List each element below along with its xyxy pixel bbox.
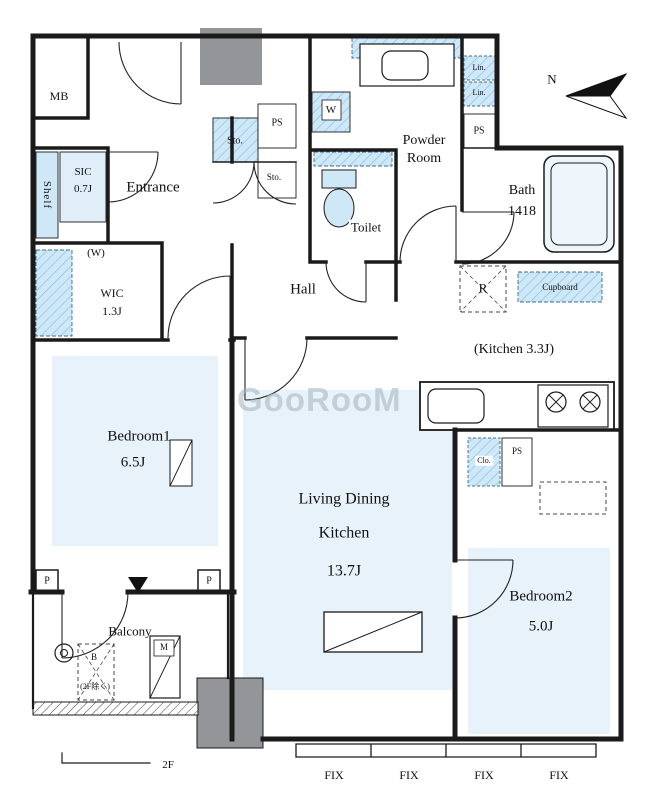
ps-right-label: PS (473, 125, 485, 137)
linen-upper-label: Lin. (472, 62, 486, 72)
balcony-railing (32, 701, 199, 716)
storage-upper-label: Sto. (227, 135, 243, 147)
pillar-right-label: P (206, 575, 212, 587)
room-label-kitchen: (Kitchen 3.3J) (473, 341, 555, 357)
room-label-entrance: Entrance (126, 179, 180, 196)
storage-lower-label: Sto. (266, 172, 282, 183)
floor-note-label: 2F (162, 758, 174, 771)
north-compass-icon (565, 72, 628, 120)
refrigerator-label: R (478, 280, 488, 296)
bedroom1-size-label: 6.5J (120, 454, 146, 471)
shelf-label: Shelf (41, 180, 54, 210)
bath-size-label: 1418 (508, 203, 536, 219)
room-label-balcony: Balcony (108, 623, 152, 639)
mb-label: MB (49, 89, 69, 104)
room-label-bath: Bath (508, 182, 536, 198)
room-label-bedroom2: Bedroom2 (509, 588, 573, 605)
compass-n-label: N (547, 71, 557, 87)
room-label-ldk-line2: Kitchen (318, 524, 370, 542)
room-label-toilet: Toilet (348, 219, 384, 237)
linen-lower-label: Lin. (472, 87, 486, 97)
fix-window-label-4: FIX (549, 768, 569, 783)
fix-window-label-3: FIX (474, 768, 494, 783)
balcony-m-label: M (159, 642, 169, 653)
ps-top-label: PS (271, 117, 283, 129)
closet-label: Clo. (475, 455, 493, 467)
washer-label: W (325, 103, 337, 116)
sic-label: SIC (74, 165, 92, 178)
room-label-bedroom1: Bedroom1 (107, 428, 171, 445)
furniture-markers (54, 439, 423, 699)
wic-label: WIC (100, 286, 124, 301)
room-label-ldk-line1: Living Dining (298, 490, 390, 508)
ldk-size-label: 13.7J (326, 562, 362, 580)
sic-size-label: 0.7J (73, 182, 93, 195)
washer-note-label: (W) (87, 246, 105, 259)
walls (28, 33, 624, 764)
wic-size-label: 1.3J (102, 304, 122, 319)
sanitary-fixtures (321, 43, 615, 431)
room-label-hall: Hall (290, 281, 316, 298)
service-boxes (35, 99, 533, 593)
fix-window-label-1: FIX (324, 768, 344, 783)
balcony-b-label: B (90, 652, 98, 663)
pillar-left-label: P (44, 575, 50, 587)
bedroom2-size-label: 5.0J (528, 618, 554, 635)
direction-marker-icon (128, 577, 148, 593)
dashed-outlines (77, 265, 607, 701)
room-label-powder: Powder Room (402, 132, 446, 166)
door-swings (61, 41, 515, 659)
watermark: GooRooM (237, 381, 402, 418)
ps-bedroom2-label: PS (511, 446, 523, 457)
balcony-b-note-label: (2F除く) (80, 681, 110, 691)
cupboard-label: Cupboard (542, 282, 578, 293)
fix-window-label-2: FIX (399, 768, 419, 783)
floor-tints (52, 356, 610, 734)
